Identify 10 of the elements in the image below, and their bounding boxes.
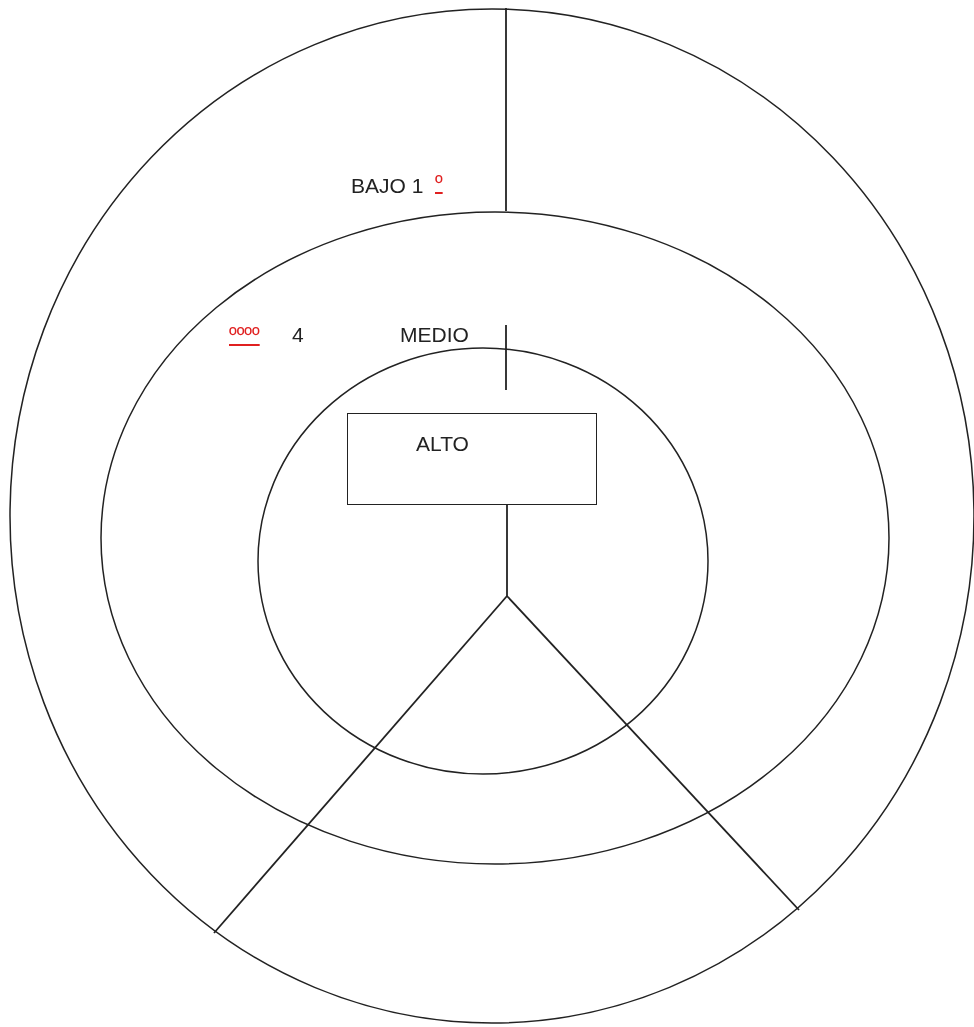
ring-ellipse bbox=[100, 211, 890, 865]
box-label: ALTO bbox=[416, 432, 469, 456]
ring-ellipse bbox=[257, 347, 709, 775]
text-box bbox=[347, 413, 597, 505]
ring-label: BAJO 1 bbox=[351, 175, 424, 196]
ring-label: MEDIO bbox=[400, 324, 469, 345]
ring-ellipse bbox=[9, 8, 974, 1024]
ring-label: 4 bbox=[292, 324, 304, 345]
ordinal-mark: º bbox=[435, 172, 443, 193]
ordinal-mark: ºººº bbox=[229, 324, 260, 345]
